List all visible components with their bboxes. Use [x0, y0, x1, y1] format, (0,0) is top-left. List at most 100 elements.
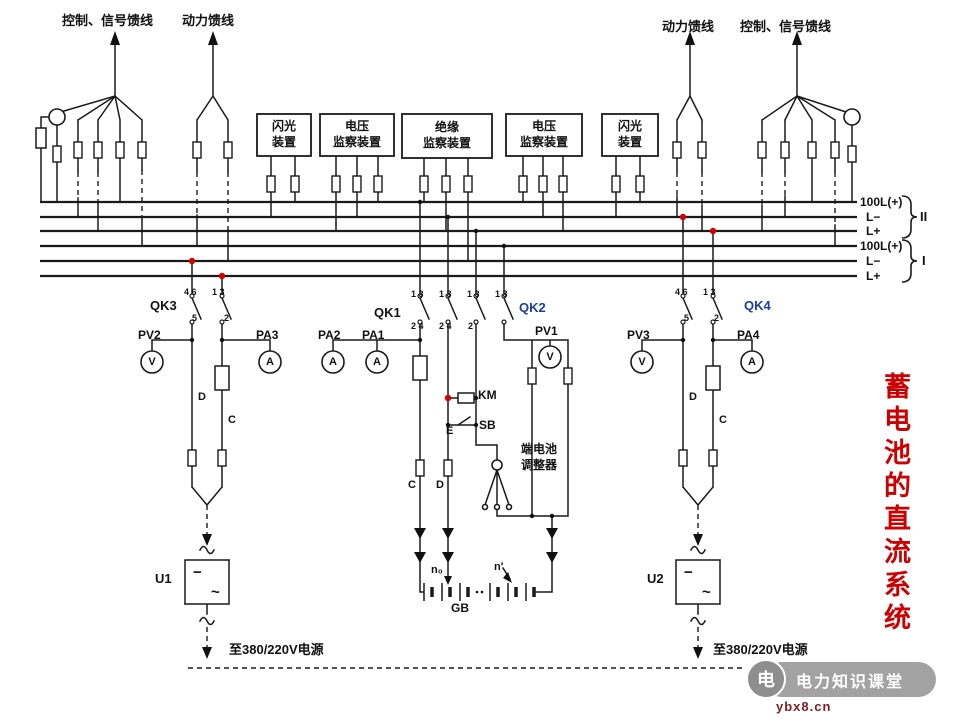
pin-numbers: 4 6 — [184, 287, 197, 297]
red-junction-dots — [188, 213, 717, 402]
device-box-text: 闪光 — [271, 119, 296, 134]
pole-label-d-mid: D — [436, 479, 444, 491]
device-box-text: 装置 — [617, 135, 642, 149]
adjuster-text: 端电池 — [520, 442, 557, 457]
meter-pa2-icon — [321, 350, 345, 374]
qk3-branch-wires — [151, 260, 271, 615]
round-symbols — [48, 108, 861, 511]
u2-dc-symbol: − — [684, 564, 693, 581]
meter-pa4-icon — [740, 350, 764, 374]
label-n0: n₀ — [431, 564, 443, 576]
device-box-outlines — [256, 113, 659, 159]
label-u1: U1 — [155, 571, 172, 586]
signal-lamp-right-icon — [843, 108, 861, 126]
meter-letter-pa3: A — [266, 355, 274, 368]
switch-terminals — [189, 293, 716, 325]
device-box-text: 绝缘 — [434, 120, 459, 135]
meter-letter-pa1: A — [373, 355, 381, 368]
u1-ac-symbol: ~ — [211, 584, 220, 601]
meter-pa1-icon — [365, 350, 389, 374]
supply-label-left: 至380/220V电源 — [229, 642, 324, 657]
shunt-pa1 — [412, 355, 428, 381]
device-box-text: 闪光 — [617, 119, 642, 134]
watermark-banner: 电力知识课堂 — [764, 662, 936, 697]
meter-letter-pa4: A — [748, 355, 756, 368]
label-gb: GB — [451, 601, 469, 615]
meter-letter-pv2: V — [148, 355, 156, 368]
watermark-logo-glyph: 电 — [757, 670, 775, 690]
feeder-label-left-control: 控制、信号馈线 — [62, 13, 154, 28]
watermark-logo-icon: 电 — [746, 659, 786, 699]
feeder-label-right-power: 动力馈线 — [662, 19, 715, 34]
right-feeder-wires — [675, 43, 859, 247]
switch-label-qk2: QK2 — [519, 300, 546, 315]
device-box-insulation: 绝缘监察装置 — [402, 114, 492, 158]
meter-letter-pv3: V — [638, 355, 646, 368]
label-km: KM — [478, 388, 497, 402]
label-e: E — [446, 425, 454, 437]
feeder-label-left-power: 动力馈线 — [182, 13, 235, 28]
meter-label-pa3: PA3 — [256, 328, 279, 342]
km-contact — [457, 392, 475, 404]
bus-label-100l-i: 100L(+) — [860, 239, 903, 253]
watermark-site-url: ybx8.cn — [776, 699, 832, 714]
dashed-wires — [77, 170, 836, 669]
meter-label-pv1: PV1 — [535, 324, 558, 338]
pin-numbers: 1 3 — [212, 287, 225, 297]
pole-label-c-mid: C — [408, 479, 416, 491]
pin-numbers: 1 3 — [439, 289, 452, 299]
pin-numbers: 1 3 — [495, 289, 508, 299]
converter-u1-box — [184, 559, 230, 605]
adjuster-text: 调整器 — [520, 458, 557, 472]
device-box-text: 监察装置 — [422, 136, 471, 150]
device-box-voltage-left: 电压监察装置 — [320, 114, 394, 156]
device-box-text: 监察装置 — [519, 135, 568, 149]
junction-dots — [189, 199, 716, 519]
adjuster-wheel-icon — [491, 459, 503, 471]
ac-wave-symbols — [198, 545, 707, 626]
page-title: 蓄电池的直流系统 — [880, 372, 910, 636]
switch-label-qk1: QK1 — [374, 305, 401, 320]
converter-diagonals — [183, 558, 722, 606]
device-box-text: 监察装置 — [332, 135, 381, 149]
pole-label-d-left: D — [198, 391, 206, 403]
meter-label-pv2: PV2 — [138, 328, 161, 342]
device-box-voltage-right: 电压监察装置 — [506, 114, 582, 156]
meter-pv3-icon — [630, 350, 654, 374]
lamp-resistor — [35, 127, 47, 149]
device-box-flash-left: 闪光装置 — [257, 114, 311, 156]
label-adjuster: 端电池 调整器 — [512, 442, 566, 474]
device-box-flash-right: 闪光装置 — [602, 114, 658, 156]
device-box-text: 电压 — [531, 119, 556, 134]
shunt-pa3 — [214, 365, 230, 391]
pin-numbers: 4 6 — [675, 287, 688, 297]
label-n-prime: n′ — [494, 561, 504, 573]
bus-group-braces — [901, 195, 918, 283]
qk4-branch-wires — [641, 216, 753, 615]
bus-label-lplus-i: L+ — [866, 269, 881, 283]
bus-group-label-i: I — [922, 253, 926, 268]
meter-pv1-icon — [538, 345, 562, 369]
pin-numbers: 2 4 — [439, 321, 452, 331]
pin-numbers: 1 3 — [703, 287, 716, 297]
fuse-symbols — [52, 141, 857, 477]
pin-numbers: 1 3 — [467, 289, 480, 299]
meter-pa3-icon — [258, 350, 282, 374]
signal-lamp-left-icon — [48, 108, 66, 126]
meter-letter-pa2: A — [329, 355, 337, 368]
shunt-pa4 — [705, 365, 721, 391]
pin-numbers: 2 — [468, 321, 474, 331]
diode-symbols — [414, 528, 558, 563]
watermark-text: 电力知识课堂 — [796, 673, 905, 691]
device-box-text: 装置 — [271, 135, 296, 149]
arrows-and-diodes — [110, 31, 802, 659]
device-box-stub-wires — [270, 155, 641, 262]
feeder-label-right-control: 控制、信号馈线 — [740, 19, 832, 34]
bus-label-100l-ii: 100L(+) — [860, 195, 903, 209]
meter-label-pa4: PA4 — [737, 328, 760, 342]
pin-numbers: 5 — [684, 313, 690, 323]
device-box-text: 电压 — [344, 119, 369, 134]
switch-label-qk4: QK4 — [744, 298, 771, 313]
